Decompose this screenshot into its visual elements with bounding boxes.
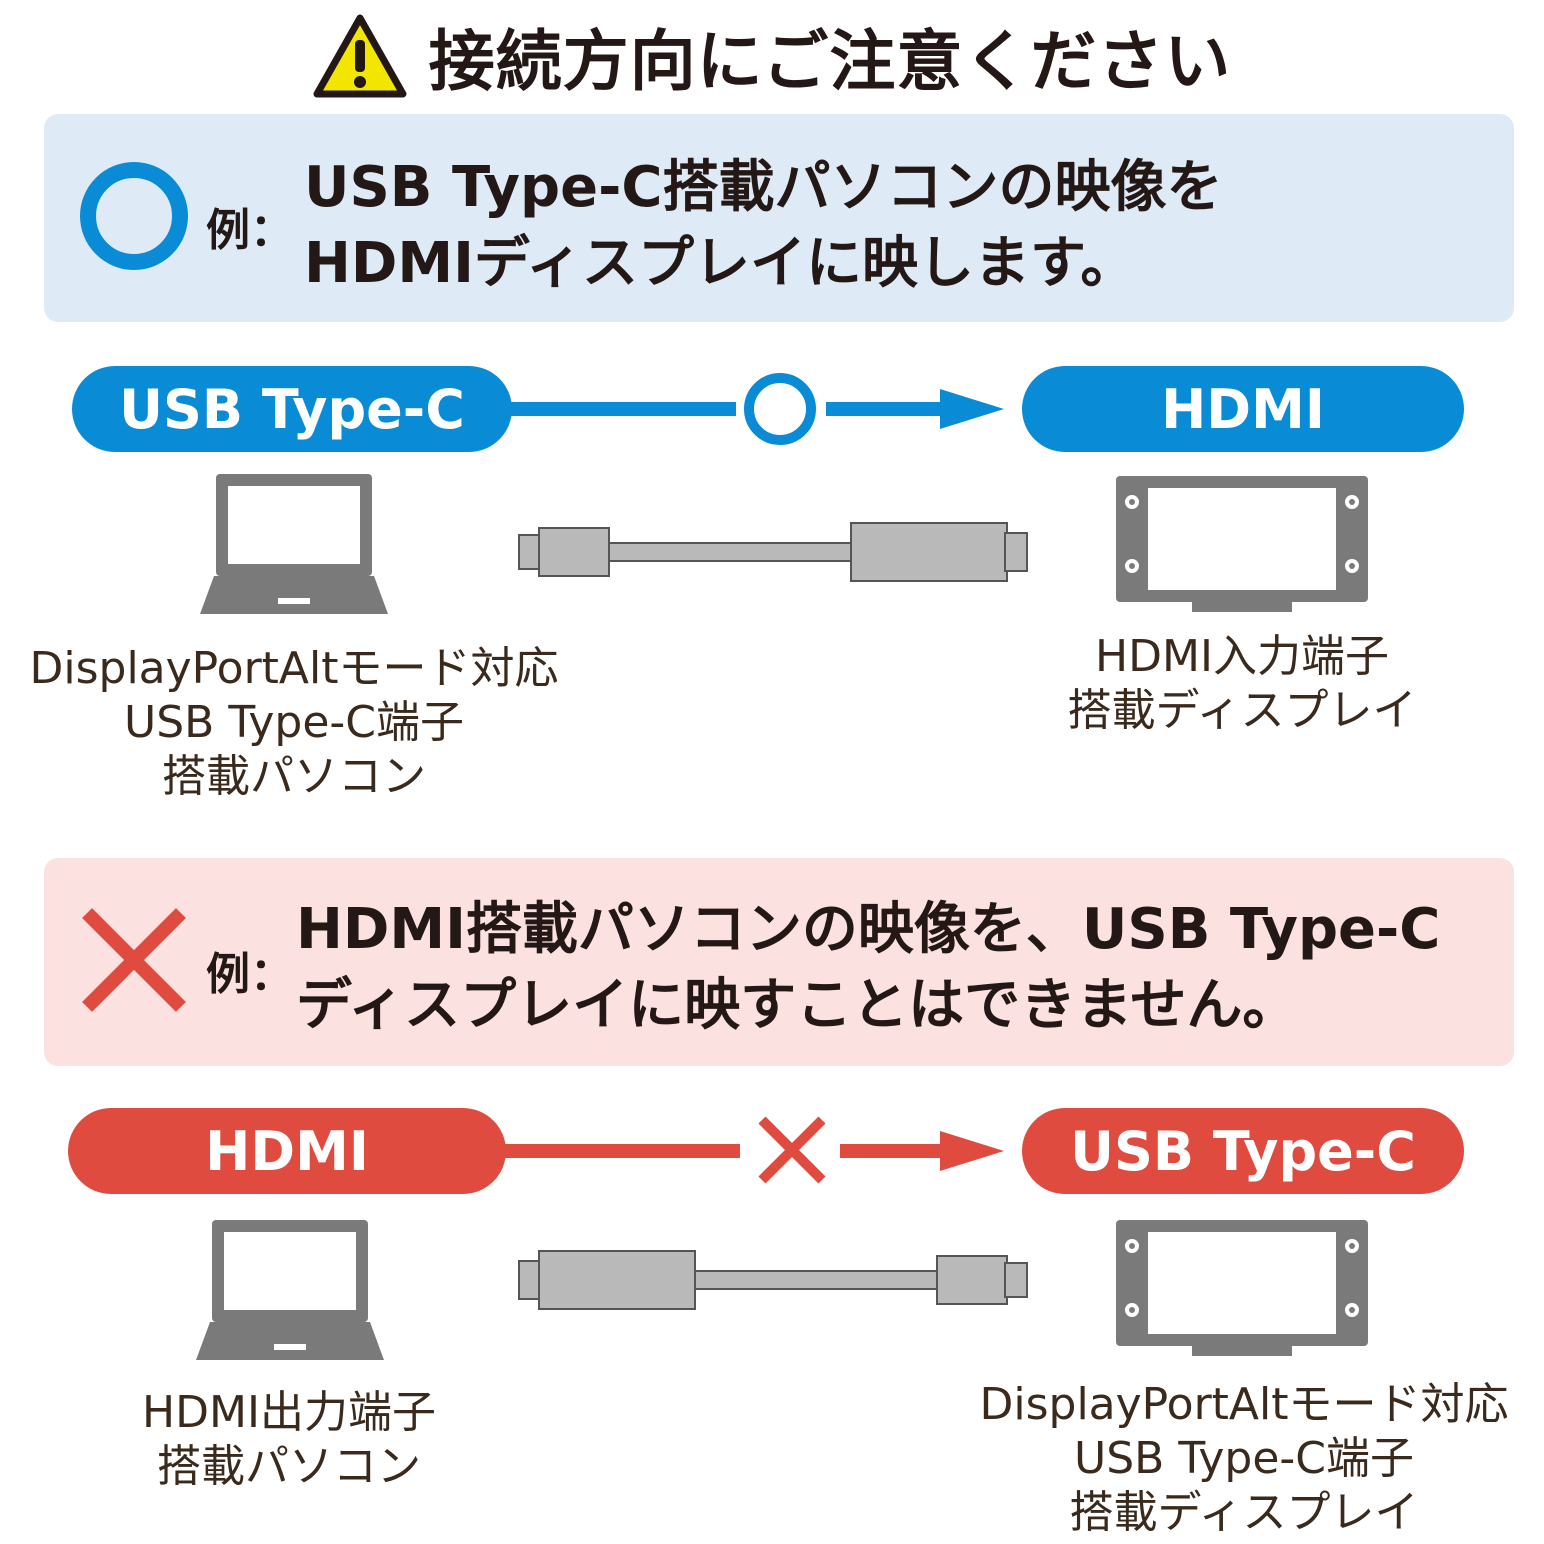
ng-target-desc-line: DisplayPortAltモード対応 (979, 1379, 1509, 1430)
display-icon (1116, 1220, 1368, 1356)
cross-ng-icon (82, 908, 186, 1012)
ng-source-desc-line: HDMI出力端子 (142, 1387, 436, 1438)
ok-example-line2: HDMIディスプレイに映します。 (304, 231, 1137, 296)
ng-flow-cross-icon (758, 1116, 826, 1184)
title-row: 接続方向にご注意ください (0, 8, 1544, 104)
ng-target-description: DisplayPortAltモード対応 USB Type-C端子 搭載ディスプレ… (964, 1378, 1524, 1540)
ng-example-line1: HDMI搭載パソコンの映像を、USB Type-C (296, 897, 1441, 962)
ok-flow-arrow (500, 373, 1004, 445)
ok-source-description: DisplayPortAltモード対応 USB Type-C端子 搭載パソコン (0, 642, 588, 804)
ng-example-label: 例： (206, 949, 294, 1000)
ok-source-pill: USB Type-C (72, 366, 512, 452)
ok-target-desc-line: HDMI入力端子 (1095, 631, 1389, 682)
ng-source-description: HDMI出力端子 搭載パソコン (0, 1386, 578, 1494)
adapter-cable-icon (518, 522, 1028, 582)
ok-source-desc-line: DisplayPortAltモード対応 (29, 643, 559, 694)
ng-example-panel (44, 858, 1514, 1066)
ng-source-desc-line: 搭載パソコン (157, 1441, 421, 1492)
ng-example-line2: ディスプレイに映すことはできません。 (296, 973, 1299, 1038)
ok-example-label: 例： (206, 205, 294, 256)
ok-source-desc-line: 搭載パソコン (162, 751, 426, 802)
circle-ok-icon (80, 162, 188, 270)
page-title: 接続方向にご注意ください (428, 23, 1232, 100)
ok-example-line1: USB Type-C搭載パソコンの映像を (304, 155, 1223, 220)
ok-flow-circle-icon (744, 373, 816, 445)
laptop-icon (196, 1220, 384, 1360)
ok-example-panel (44, 114, 1514, 322)
adapter-cable-icon (518, 1250, 1028, 1310)
ok-target-pill: HDMI (1022, 366, 1464, 452)
ng-target-desc-line: 搭載ディスプレイ (1069, 1487, 1419, 1538)
ng-source-pill: HDMI (68, 1108, 506, 1194)
ok-target-desc-line: 搭載ディスプレイ (1067, 685, 1417, 736)
ng-target-pill: USB Type-C (1022, 1108, 1464, 1194)
ok-target-description: HDMI入力端子 搭載ディスプレイ (1000, 630, 1484, 738)
ok-source-desc-line: USB Type-C端子 (124, 697, 464, 748)
laptop-icon (200, 474, 388, 614)
warning-triangle-icon (313, 14, 407, 98)
ng-flow-arrow (496, 1116, 1004, 1184)
ng-target-desc-line: USB Type-C端子 (1074, 1433, 1414, 1484)
display-icon (1116, 476, 1368, 612)
